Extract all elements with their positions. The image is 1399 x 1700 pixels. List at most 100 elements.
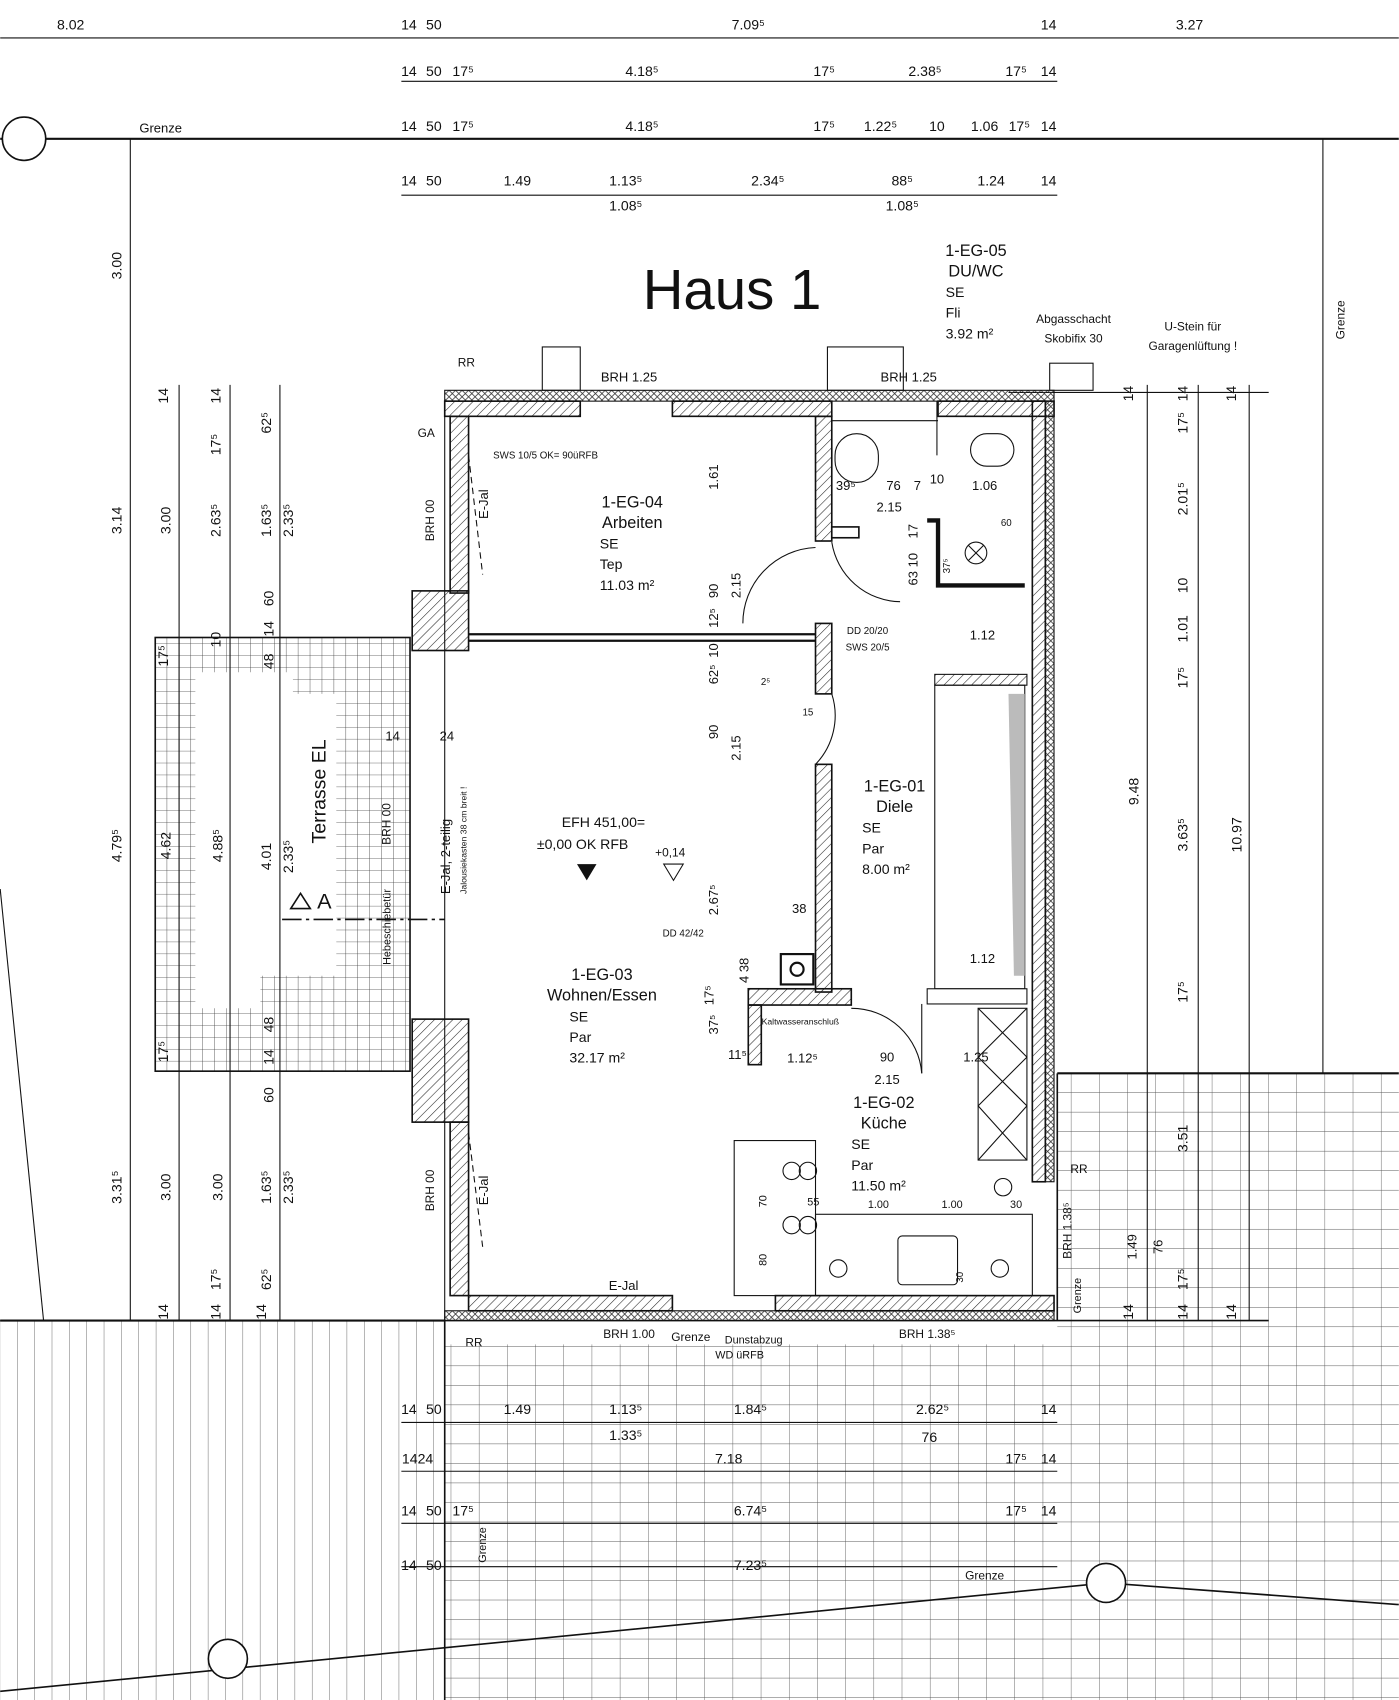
dimension-label: 17⁵ [1005, 63, 1027, 79]
annotation-label: Kaltwasseranschluß [762, 1017, 839, 1027]
dimension-label: 50 [426, 16, 442, 32]
dimension-label: 17⁵ [1174, 412, 1190, 434]
dimension-label: 17⁵ [702, 985, 717, 1005]
dimension-label: 1424 [402, 1451, 433, 1467]
dimension-label: 3.00 [109, 252, 125, 280]
dimension-label: 14 [260, 1049, 276, 1065]
room-label: Wohnen/Essen [547, 987, 657, 1005]
dimension-label: 50 [426, 1557, 442, 1573]
dimension-label: 50 [426, 118, 442, 134]
room-label: SE [569, 1008, 588, 1024]
dimension-label: 14 [207, 388, 223, 404]
dimension-label: 3.31⁵ [109, 1171, 125, 1204]
dimension-label: 14 [401, 172, 417, 188]
room-label: Diele [876, 798, 913, 816]
room-label: Par [569, 1029, 591, 1045]
dimension-label: 2.33⁵ [280, 504, 296, 537]
dimension-label: 60 [1001, 518, 1012, 529]
annotation-label: EFH 451,00= [562, 814, 645, 830]
room-label: Tep [600, 556, 623, 572]
dimension-label: 10 [929, 118, 945, 134]
dimension-label: 14 [1120, 1304, 1136, 1320]
dimension-label: 1.49 [504, 1401, 532, 1417]
dimension-label: 3.00 [157, 507, 173, 535]
dimension-label: 1.33⁵ [609, 1427, 642, 1443]
annotation-label: E-Jal [609, 1278, 639, 1293]
dimension-label: 2.34⁵ [751, 172, 784, 188]
dimension-label: 50 [426, 63, 442, 79]
annotation-label: DD 20/20 [847, 626, 889, 637]
dimension-label: 70 [758, 1195, 770, 1207]
dimension-label: 62⁵ [258, 1269, 274, 1290]
annotation-label: Hebeschiebetür [382, 889, 394, 965]
dimension-label: 17⁵ [813, 118, 834, 134]
annotation-label: BRH 00 [380, 803, 394, 845]
annotation-label: Grenze [671, 1330, 710, 1344]
dimension-label: 1.06 [972, 478, 997, 493]
dimension-label: 1.25 [963, 1049, 988, 1064]
dimension-label: 2.67⁵ [706, 885, 721, 916]
room-label: 11.50 m² [851, 1177, 906, 1193]
dimension-label: 76 [886, 478, 900, 493]
annotation-label: Garagenlüftung ! [1148, 339, 1237, 353]
dimension-label: 17⁵ [1174, 981, 1190, 1003]
dimension-label: 90 [880, 1049, 894, 1064]
annotation-label: E-Jal [476, 1176, 491, 1206]
dimension-label: 63 10 [905, 553, 920, 586]
dimension-label: 80 [758, 1254, 770, 1266]
annotation-label: GA [418, 426, 435, 440]
room-label: 11.03 m² [600, 577, 655, 593]
dimension-label: 17⁵ [207, 1269, 223, 1290]
room-label: Küche [861, 1115, 907, 1133]
annotation-label: E-Jal, 2-teilig [438, 819, 453, 894]
annotation-label: BRH 1.25 [601, 370, 657, 385]
dimension-label: 88⁵ [891, 172, 912, 188]
page-title: Haus 1 [643, 258, 822, 321]
ground-hatching [0, 138, 1399, 1700]
dimension-label: 14 [401, 1557, 417, 1573]
dimension-label: 14 [1174, 1304, 1190, 1320]
dimension-label: 37⁵ [942, 558, 953, 573]
dimension-label: 4.88⁵ [209, 829, 225, 862]
boundary-marker-icon [1085, 1562, 1127, 1604]
dimension-label: 2.63⁵ [207, 504, 223, 537]
room-label: SE [946, 284, 965, 300]
annotation-label: ±0,00 OK RFB [537, 836, 628, 852]
dimension-label: 8.02 [57, 16, 85, 32]
dimension-label: 37⁵ [706, 1015, 721, 1035]
dimension-label: 14 [1223, 386, 1239, 402]
dimension-label: 10.97 [1229, 817, 1245, 852]
dimension-label: 15 [802, 708, 813, 719]
dimension-label: 7 [914, 478, 921, 493]
dimension-label: 14 [1041, 16, 1057, 32]
annotation-label: DD 42/42 [663, 929, 704, 940]
annotation-label: U-Stein für [1164, 320, 1221, 334]
dimension-label: 17⁵ [1005, 1451, 1027, 1467]
room-label: SE [600, 536, 619, 552]
dimension-label: 14 [1223, 1304, 1239, 1320]
dimension-label: 2.33⁵ [280, 1171, 296, 1204]
dimension-label: 1.13⁵ [609, 1401, 642, 1417]
dimension-label: 17 [905, 524, 920, 538]
room-label: Fli [946, 305, 961, 321]
dimension-label: 4.18⁵ [625, 118, 658, 134]
dimension-label: 7.09⁵ [732, 16, 765, 32]
dimension-label: 1.49 [1124, 1234, 1139, 1259]
dimension-label: 24 [440, 728, 454, 743]
dimension-label: 1.12⁵ [787, 1050, 818, 1065]
dimension-label: 3.14 [109, 507, 125, 535]
dimension-label: 14 [1174, 386, 1190, 402]
dimension-label: 2.38⁵ [908, 63, 941, 79]
dimension-label: 50 [426, 1401, 442, 1417]
boundary-label: Grenze [139, 120, 182, 135]
annotation-label: BRH 1.38⁵ [1060, 1202, 1074, 1259]
level-marker-icon [662, 863, 685, 882]
dimension-label: 14 [1041, 1401, 1057, 1417]
boundary-marker-icon [207, 1638, 249, 1680]
dimension-label: 14 [260, 621, 276, 637]
dimension-label: 1.00 [868, 1199, 889, 1211]
dimension-label: 14 [1041, 1503, 1057, 1519]
annotation-label: RR [465, 1336, 483, 1350]
dimension-label: 17⁵ [452, 118, 474, 134]
dimension-label: 30 [1010, 1199, 1022, 1211]
